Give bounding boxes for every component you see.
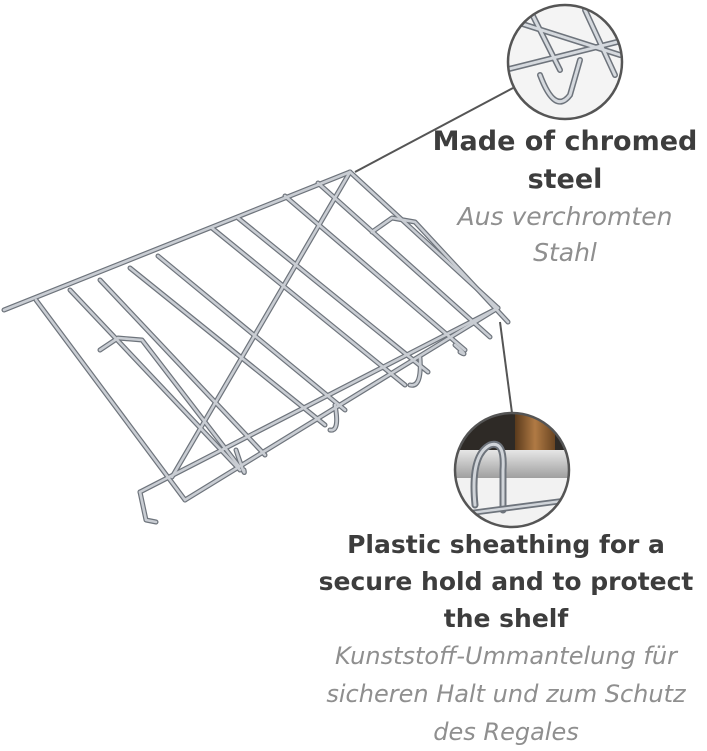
- leader-lines: [354, 87, 514, 414]
- wire-rack: [1, 169, 511, 525]
- feature-sheathing-title-de: Kunststoff-Ummantelung für sicheren Halt…: [326, 642, 686, 746]
- sheathing-detail-inset: [453, 411, 571, 529]
- product-illustration: [1, 3, 624, 529]
- feature-chrome-title-de: Aus verchromten Stahl: [457, 202, 673, 267]
- feature-sheathing-title-en: Plastic sheathing for a secure hold and …: [318, 530, 694, 633]
- chrome-detail-inset: [506, 3, 624, 121]
- feature-chrome-caption: Made of chromed steel Aus verchromten St…: [430, 123, 700, 271]
- feature-sheathing-caption: Plastic sheathing for a secure hold and …: [305, 526, 707, 751]
- feature-chrome-title-en: Made of chromed steel: [432, 126, 698, 195]
